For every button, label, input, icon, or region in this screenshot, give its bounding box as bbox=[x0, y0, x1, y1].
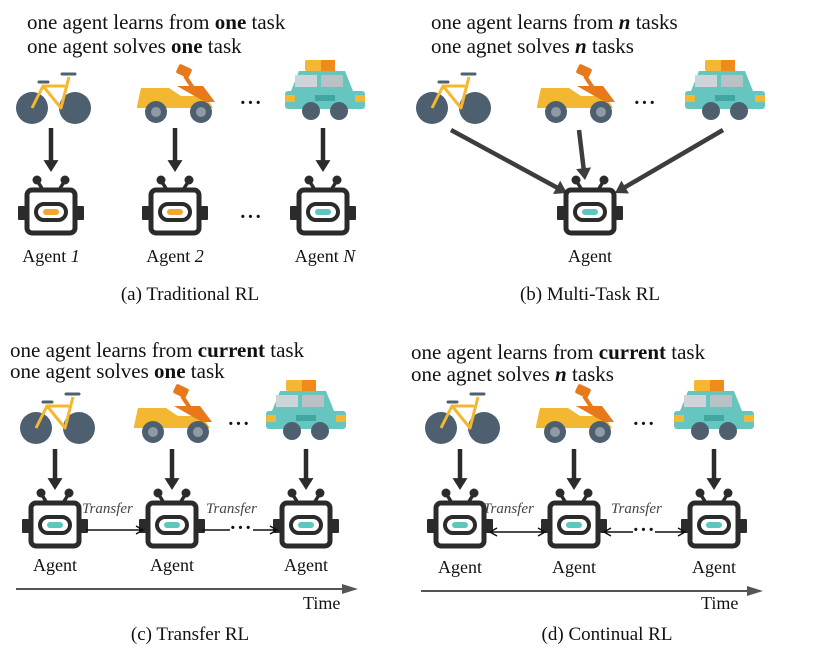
agent-label-2: Agent bbox=[552, 557, 596, 577]
down-arrow bbox=[452, 449, 468, 490]
robot-agent-icon bbox=[142, 175, 208, 236]
bicycle-icon bbox=[416, 72, 491, 124]
panel-transfer-rl: one agent learns from current task one a… bbox=[0, 327, 407, 653]
bidirectional-transfer-arrow bbox=[488, 527, 547, 537]
agent-label-n: Agent N bbox=[294, 246, 356, 266]
converging-arrow bbox=[576, 129, 592, 180]
robot-agent-icon bbox=[273, 488, 339, 549]
time-axis-label: Time bbox=[303, 593, 341, 613]
scooter-icon bbox=[134, 384, 212, 443]
panel-b-heading-line1: one agent learns from n tasks bbox=[431, 10, 678, 34]
panel-a-heading-line2: one agent solves one task bbox=[27, 34, 242, 58]
scooter-icon bbox=[536, 384, 614, 443]
ellipsis-vehicles: ··· bbox=[633, 92, 657, 114]
caption-b: (b) Multi-Task RL bbox=[519, 284, 661, 305]
time-axis-arrow bbox=[421, 586, 763, 596]
transfer-label-1: Transfer bbox=[483, 501, 534, 517]
down-arrow bbox=[167, 128, 183, 172]
transfer-label-2: Transfer bbox=[611, 501, 662, 517]
transfer-label-2: Transfer bbox=[206, 501, 257, 517]
robot-agent-icon bbox=[139, 488, 205, 549]
ellipsis-agents: ··· bbox=[632, 519, 656, 541]
agent-label-3: Agent bbox=[284, 555, 328, 575]
robot-agent-icon bbox=[541, 488, 607, 549]
agent-label-1: Agent bbox=[33, 555, 77, 575]
panel-multi-task-rl: one agent learns from n tasks one agnet … bbox=[407, 0, 814, 326]
car-icon bbox=[685, 60, 765, 120]
ellipsis-agents: ··· bbox=[239, 206, 263, 228]
panel-a-heading-line1: one agent learns from one task bbox=[27, 10, 286, 34]
robot-agent-icon bbox=[290, 175, 356, 236]
scooter-icon bbox=[537, 64, 615, 123]
panel-d-heading-line2: one agnet solves n tasks bbox=[411, 362, 614, 386]
robot-agent-icon bbox=[681, 488, 747, 549]
robot-agent-icon bbox=[18, 175, 84, 236]
bicycle-icon bbox=[20, 392, 95, 444]
down-arrow bbox=[315, 128, 331, 172]
agent-label-1: Agent 1 bbox=[22, 246, 80, 266]
panel-b-graphics bbox=[416, 60, 765, 236]
car-icon bbox=[674, 380, 754, 440]
car-icon bbox=[266, 380, 346, 440]
bidirectional-transfer-arrow bbox=[602, 527, 633, 537]
down-arrow bbox=[566, 449, 582, 490]
caption-a: (a) Traditional RL bbox=[120, 284, 260, 305]
bicycle-icon bbox=[16, 72, 91, 124]
time-axis-arrow bbox=[16, 584, 358, 594]
scooter-icon bbox=[137, 64, 215, 123]
time-axis-label: Time bbox=[701, 593, 739, 613]
agent-label-2: Agent bbox=[150, 555, 194, 575]
transfer-arrow bbox=[86, 525, 145, 535]
down-arrow bbox=[298, 449, 314, 490]
bicycle-icon bbox=[425, 392, 500, 444]
panel-c-heading-line1: one agent learns from current task bbox=[10, 338, 305, 362]
caption-d: (d) Continual RL bbox=[541, 624, 673, 645]
panel-d-graphics bbox=[421, 380, 763, 596]
panel-c-heading-line2: one agent solves one task bbox=[10, 359, 225, 383]
bidirectional-transfer-arrow bbox=[655, 527, 687, 537]
ellipsis-vehicles: ··· bbox=[239, 92, 263, 114]
transfer-label-1: Transfer bbox=[82, 501, 133, 517]
down-arrow bbox=[47, 449, 63, 490]
caption-c: (c) Transfer RL bbox=[130, 624, 250, 645]
converging-arrow bbox=[615, 128, 725, 194]
panel-d-heading-line1: one agent learns from current task bbox=[411, 340, 706, 364]
panel-b-heading-line2: one agnet solves n tasks bbox=[431, 34, 634, 58]
robot-agent-icon bbox=[427, 488, 493, 549]
panel-a-graphics bbox=[16, 60, 365, 236]
agent-label-2: Agent 2 bbox=[146, 246, 204, 266]
panel-traditional-rl: one agent learns from one task one agent… bbox=[0, 0, 407, 326]
transfer-arrow bbox=[253, 525, 279, 535]
ellipsis-agents: ··· bbox=[229, 517, 253, 539]
converging-arrow bbox=[449, 128, 567, 194]
ellipsis-vehicles: ··· bbox=[227, 413, 251, 435]
panel-c-graphics bbox=[16, 380, 358, 594]
agent-label-1: Agent bbox=[438, 557, 482, 577]
down-arrow bbox=[164, 449, 180, 490]
car-icon bbox=[285, 60, 365, 120]
panel-continual-rl: one agent learns from current task one a… bbox=[407, 327, 814, 653]
agent-label-3: Agent bbox=[692, 557, 736, 577]
robot-agent-icon bbox=[22, 488, 88, 549]
robot-agent-icon bbox=[557, 175, 623, 236]
down-arrow bbox=[706, 449, 722, 490]
agent-label: Agent bbox=[568, 246, 612, 266]
down-arrow bbox=[43, 128, 59, 172]
ellipsis-vehicles: ··· bbox=[632, 413, 656, 435]
